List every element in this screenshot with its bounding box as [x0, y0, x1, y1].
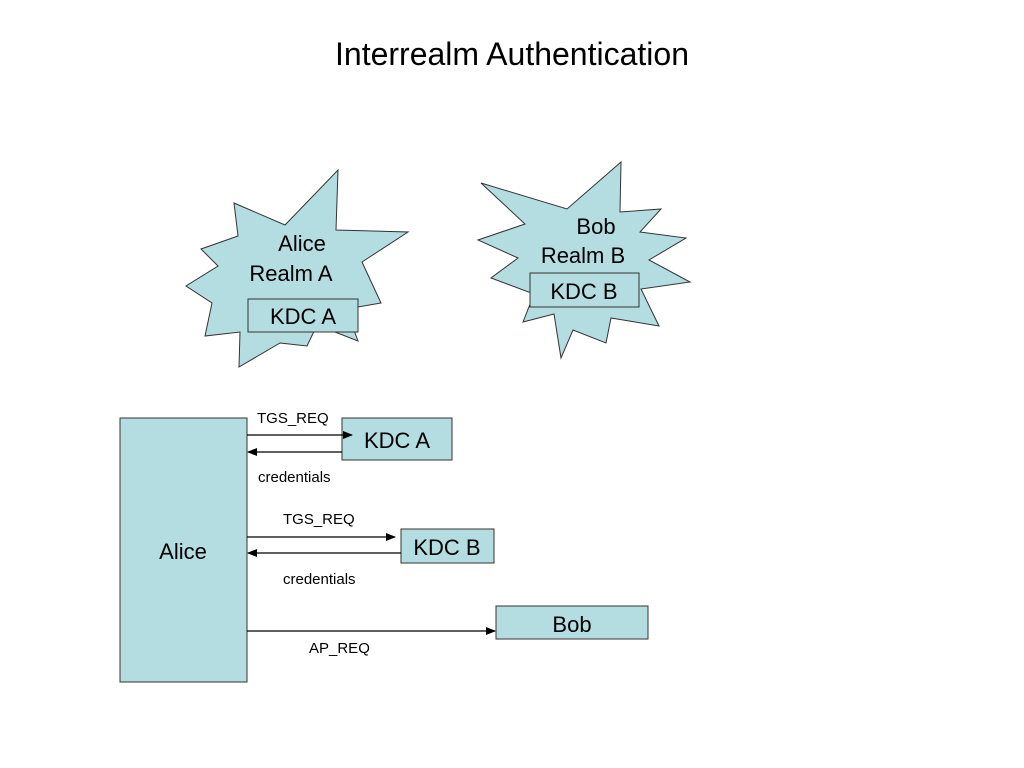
realm-b-star-shape	[476, 160, 692, 360]
realm-b-bob-label: Bob	[576, 214, 615, 239]
realm-a-kdc-label: KDC A	[270, 304, 336, 329]
realm-a-name-label: Realm A	[249, 261, 332, 286]
tgs-req-a-label: TGS_REQ	[257, 410, 329, 427]
kdc-a-box	[341, 417, 453, 461]
bob-server-box	[495, 605, 649, 640]
kdc-b-box	[400, 528, 495, 564]
bob-server-label: Bob	[552, 612, 591, 637]
credentials-b-label: credentials	[283, 571, 356, 588]
realm-b-name-label: Realm B	[541, 243, 625, 268]
kdc-b-label: KDC B	[413, 535, 480, 560]
kdc-a-label: KDC A	[364, 428, 430, 453]
realm-a-starburst: Alice Realm A KDC A	[185, 168, 410, 368]
realm-b-kdc-box	[529, 272, 640, 308]
credentials-a-label: credentials	[258, 469, 331, 486]
tgs-req-b-label: TGS_REQ	[283, 511, 355, 528]
alice-client-box	[119, 417, 248, 683]
slide-title: Interrealm Authentication	[335, 36, 689, 72]
realm-a-star-shape	[185, 168, 410, 368]
ap-req-label: AP_REQ	[309, 640, 370, 657]
realm-b-kdc-label: KDC B	[550, 279, 617, 304]
realm-a-alice-label: Alice	[278, 231, 326, 256]
alice-client-label: Alice	[159, 539, 207, 564]
realm-b-starburst: Bob Realm B KDC B	[476, 160, 692, 360]
message-flow: Alice KDC A KDC B Bob TGS_REQ credential…	[119, 410, 649, 683]
realm-a-kdc-box	[247, 298, 359, 333]
